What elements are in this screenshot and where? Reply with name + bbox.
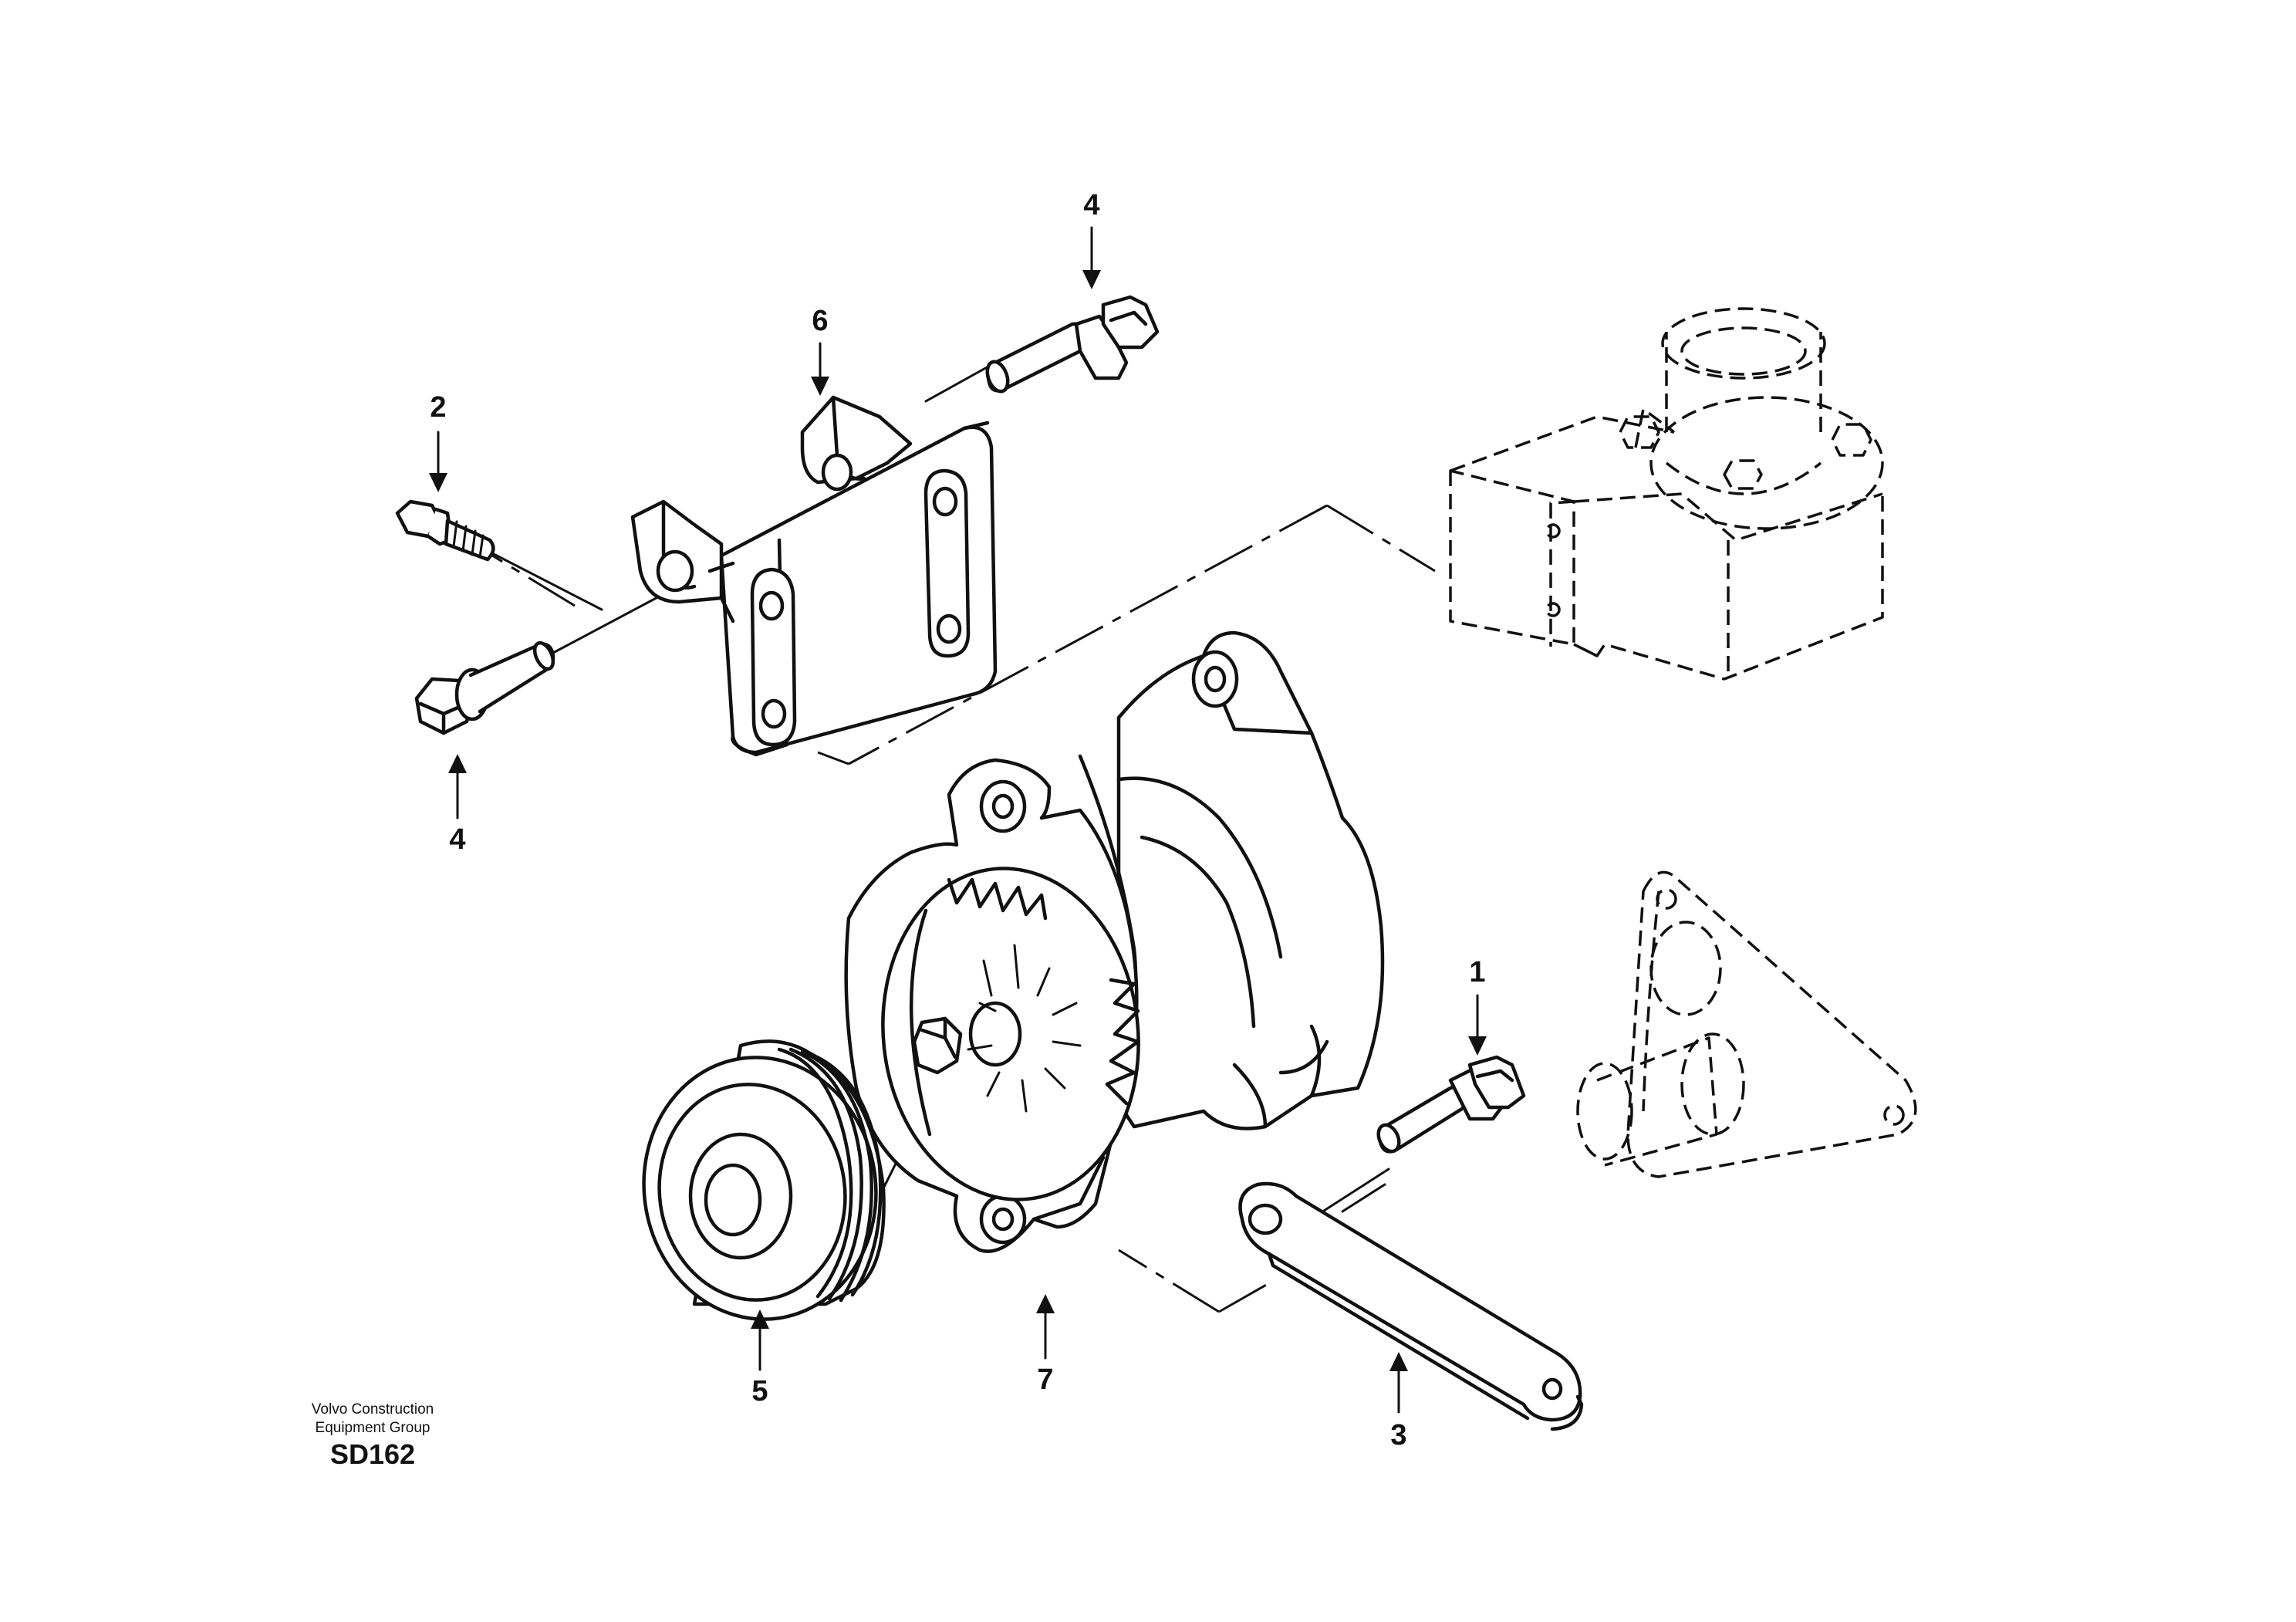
bolt-icon [1376,1055,1526,1154]
hex-bolt-icon [1723,459,1763,490]
leader-line [1326,504,1436,573]
assembly-line [492,552,603,611]
callout-7: 7 [1036,1294,1055,1396]
assembly-line [1341,1183,1386,1213]
assembly-line [539,593,665,661]
adjusting-bar-icon [1238,1181,1584,1431]
callout-1: 1 [1468,956,1487,1056]
leader-line [485,550,576,607]
leader-line [848,504,1328,765]
callout-4-top: 4 [1082,189,1101,289]
callout-3: 3 [1389,1352,1408,1451]
fan-blades-icon [947,877,1140,1113]
svg-text:5: 5 [751,1375,768,1407]
svg-text:3: 3 [1390,1419,1406,1451]
bolt-icon [395,499,495,562]
hex-bolt-icon [1619,415,1660,449]
svg-text:4: 4 [1083,189,1099,221]
callout-2: 2 [429,391,447,492]
alternator-icon [844,630,1385,1253]
brand-line-1: Volvo Construction [312,1401,434,1418]
pulley-icon [642,1039,886,1321]
svg-text:6: 6 [812,305,828,337]
brand-line-2: Equipment Group [316,1420,430,1436]
brand-block: Volvo Construction Equipment Group SD162 [312,1401,434,1470]
flange-bolt-icon [985,295,1160,394]
svg-text:4: 4 [449,823,465,856]
leader-line [1218,1279,1274,1313]
callout-6: 6 [811,305,829,396]
callout-4-left: 4 [448,754,467,856]
diagram-code: SD162 [330,1438,415,1470]
bracket-icon [630,395,998,757]
thermostat-housing-reference [1449,307,1884,681]
drive-flange-reference [1576,870,1917,1178]
svg-text:7: 7 [1037,1363,1053,1396]
assembly-line [924,361,997,403]
leader-line [817,751,849,765]
hex-bolt-icon [1831,423,1872,457]
leader-line [1118,1249,1220,1313]
svg-text:1: 1 [1469,956,1485,988]
callout-5: 5 [751,1309,769,1407]
svg-text:2: 2 [430,391,446,424]
flange-bolt-icon [414,640,555,735]
